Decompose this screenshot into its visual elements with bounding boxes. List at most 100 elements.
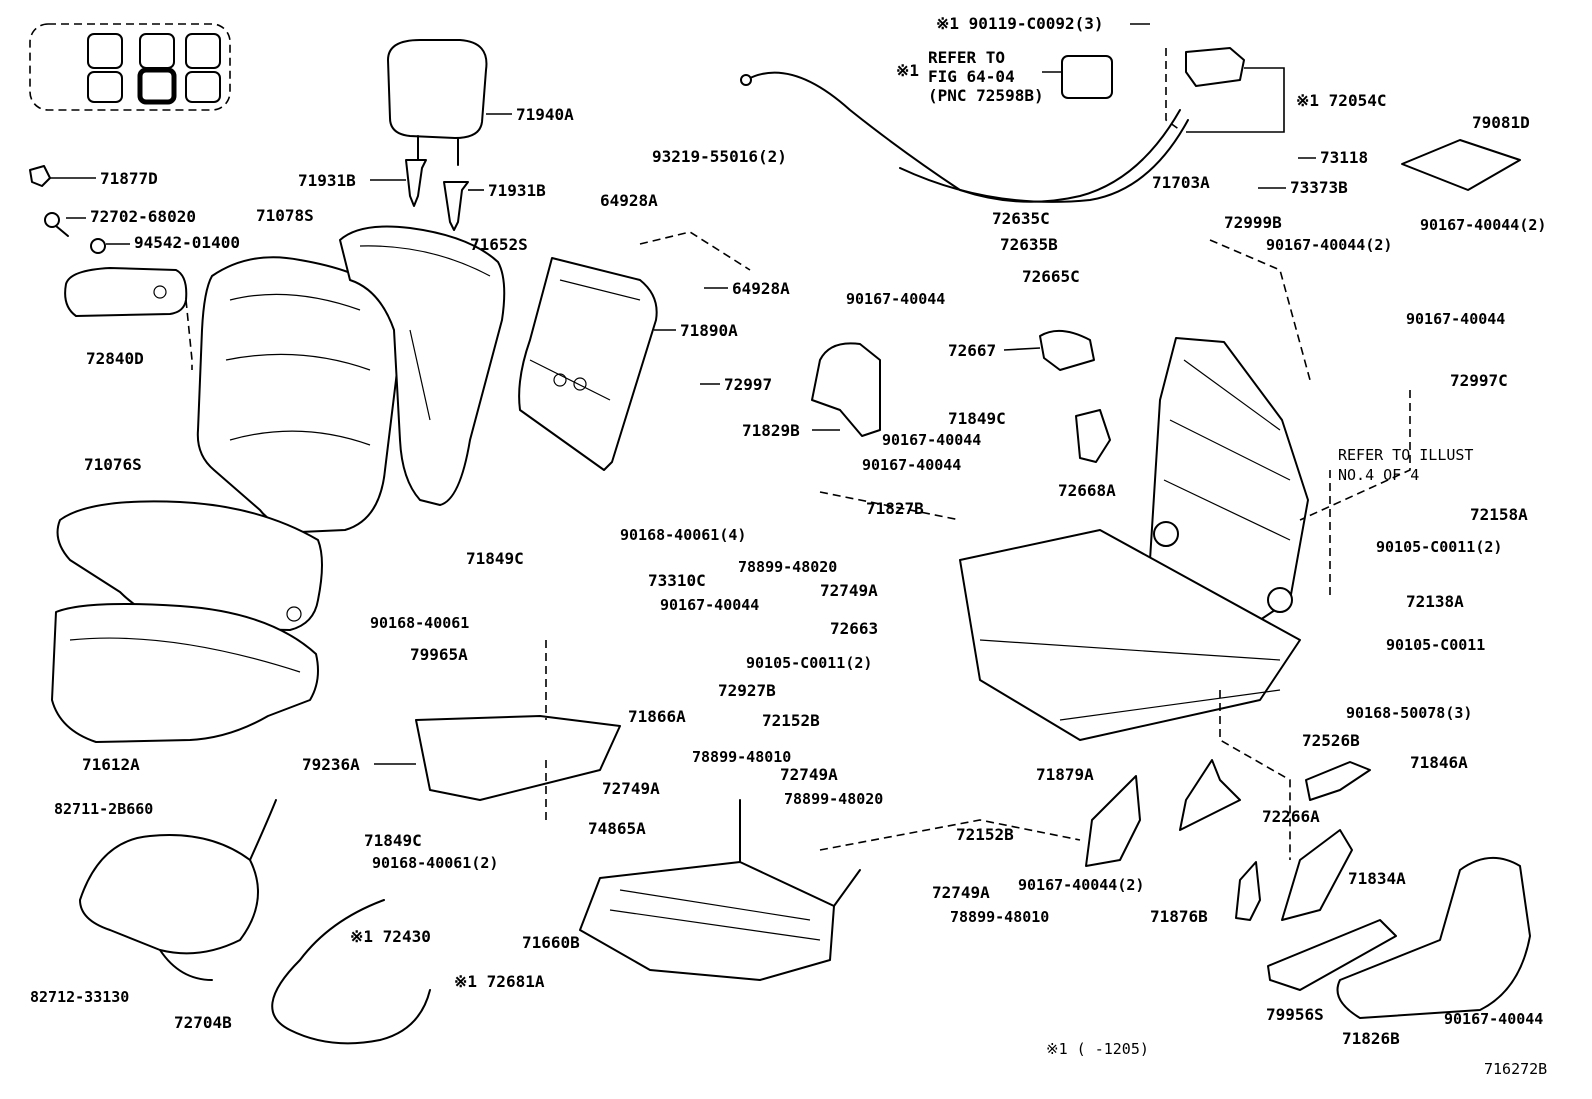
recliner-cable [740, 71, 1189, 203]
label-78899-48010b: 78899-48010 [950, 908, 1049, 926]
label-72266a: 72266A [1262, 807, 1320, 826]
label-73373b: 73373B [1290, 178, 1348, 197]
cushion-frame-71660b [579, 799, 861, 981]
label-72665c: 72665C [1022, 267, 1080, 286]
side-cover-71826b [1336, 856, 1531, 1019]
label-79956s: 79956S [1266, 1005, 1324, 1024]
armrest-72840d [64, 267, 193, 370]
label-footer-code: 716272B [1484, 1060, 1547, 1078]
cover-72667 [1039, 329, 1095, 371]
cable-holder [1061, 55, 1113, 99]
label-90167-f: 90167-40044 [1444, 1010, 1543, 1028]
label-71849c-2: 71849C [466, 549, 524, 568]
label-71849c-1: 71849C [948, 409, 1006, 428]
cover-72266a [1179, 759, 1241, 831]
label-71931b-left: 71931B [298, 171, 356, 190]
label-72749a-3: 72749A [602, 779, 660, 798]
label-90167-b: 90167-40044 [1406, 310, 1505, 328]
label-90167-c: 90167-40044 [882, 431, 981, 449]
headrest-71940a [387, 39, 488, 166]
seatback-board-71890a [518, 257, 658, 471]
label-72749a-2: 72749A [780, 765, 838, 784]
label-72668a: 72668A [1058, 481, 1116, 500]
label-71660b: 71660B [522, 933, 580, 952]
label-90119: ※1 90119-C0092(3) [936, 14, 1104, 33]
label-71866a: 71866A [628, 707, 686, 726]
label-72663: 72663 [830, 619, 878, 638]
label-90105-2b: 90105-C0011(2) [746, 654, 872, 672]
label-72430: ※1 72430 [350, 927, 431, 946]
cushion-pad-71612a [51, 603, 319, 743]
label-72635c: 72635C [992, 209, 1050, 228]
label-71849c-3: 71849C [364, 831, 422, 850]
label-78899-48010a: 78899-48010 [692, 748, 791, 766]
side-cover-79956s [1267, 919, 1397, 991]
label-72667: 72667 [948, 341, 996, 360]
label-64928a-1: 64928A [600, 191, 658, 210]
label-71076s: 71076S [84, 455, 142, 474]
label-72138a: 72138A [1406, 592, 1464, 611]
label-73118: 73118 [1320, 148, 1368, 167]
label-90167-2b: 90167-40044(2) [1266, 236, 1392, 254]
cover-72526b [1305, 761, 1371, 801]
label-72152b-1: 72152B [762, 711, 820, 730]
label-refer-illust-2: NO.4 OF 4 [1338, 466, 1419, 484]
cushion-cover-71076s [56, 500, 323, 631]
cable-72430 [271, 899, 431, 1045]
screw-71877d [29, 165, 51, 187]
label-78899-48020a: 78899-48020 [738, 558, 837, 576]
label-72749a-1: 72749A [820, 581, 878, 600]
label-72997: 72997 [724, 375, 772, 394]
label-72635b: 72635B [1000, 235, 1058, 254]
seatback-pad-71652s [339, 225, 506, 506]
label-71846a: 71846A [1410, 753, 1468, 772]
wire-harness-72704b [79, 799, 277, 981]
label-72158a: 72158A [1470, 505, 1528, 524]
label-79081d: 79081D [1472, 113, 1530, 132]
assembly-guides [545, 231, 1411, 860]
label-71876b: 71876B [1150, 907, 1208, 926]
label-72999b: 72999B [1224, 213, 1282, 232]
label-72704b: 72704B [174, 1013, 232, 1032]
label-72681a: ※1 72681A [454, 972, 545, 991]
label-note: ※1 ( -1205) [1046, 1040, 1149, 1058]
label-refer-fig-mark: ※1 [896, 61, 919, 80]
label-90105: 90105-C0011 [1386, 636, 1485, 654]
label-90168-2: 90168-40061(2) [372, 854, 498, 872]
label-refer-illust-1: REFER TO ILLUST [1338, 446, 1473, 464]
label-71612a: 71612A [82, 755, 140, 774]
label-71877d: 71877D [100, 169, 158, 188]
bolt-72702 [44, 212, 69, 237]
label-90105-2a: 90105-C0011(2) [1376, 538, 1502, 556]
seatback-frame [1149, 337, 1309, 621]
label-73310c: 73310C [648, 571, 706, 590]
label-71826b: 71826B [1342, 1029, 1400, 1048]
label-72927b: 72927B [718, 681, 776, 700]
label-90168-50078: 90168-50078(3) [1346, 704, 1472, 722]
label-93219: 93219-55016(2) [652, 147, 787, 166]
label-refer-fig-line1: REFER TO [928, 48, 1005, 67]
cover-71829b [811, 342, 881, 437]
label-refer-fig-line3: (PNC 72598B) [928, 86, 1044, 105]
cover-72668a [1075, 409, 1111, 463]
label-72152b-2: 72152B [956, 825, 1014, 844]
label-71879a: 71879A [1036, 765, 1094, 784]
label-72054c: ※1 72054C [1296, 91, 1386, 110]
headrest-guides-71931b [405, 159, 469, 231]
label-71931b-right: 71931B [488, 181, 546, 200]
label-71703a: 71703A [1152, 173, 1210, 192]
release-handle-72054c [1165, 47, 1245, 131]
label-71827b: 71827B [866, 499, 924, 518]
label-90167-2c: 90167-40044(2) [1018, 876, 1144, 894]
cover-71879a [1085, 775, 1141, 867]
part-labels: ※1 90119-C0092(3) REFER TO FIG 64-04 (PN… [30, 14, 1547, 1078]
label-79965a: 79965A [410, 645, 468, 664]
bracket-79236a [415, 715, 621, 801]
seat-rail-assembly [819, 491, 1301, 741]
label-94542: 94542-01400 [134, 233, 240, 252]
label-71940a: 71940A [516, 105, 574, 124]
label-78899-48020b: 78899-48020 [784, 790, 883, 808]
label-72749a-4: 72749A [932, 883, 990, 902]
nut-94542 [90, 238, 106, 254]
